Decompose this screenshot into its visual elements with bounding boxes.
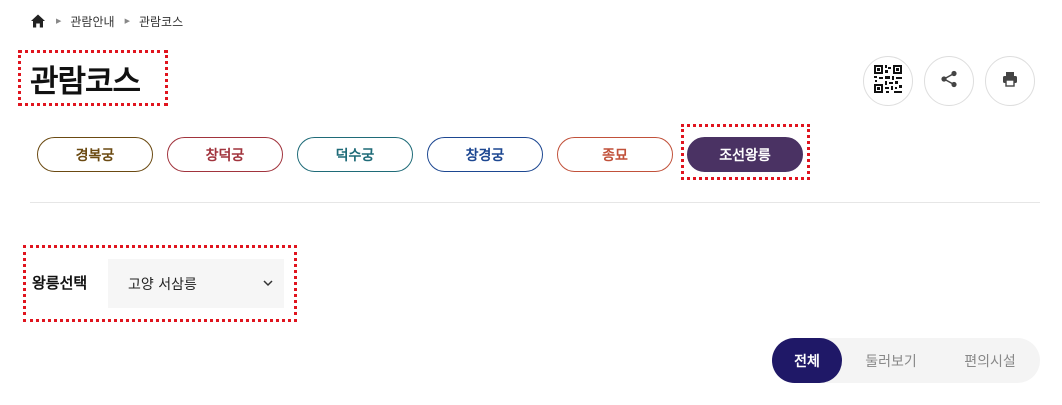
qr-code-icon	[873, 64, 903, 98]
palace-tab-gyeongbokgung[interactable]: 경복궁	[37, 137, 153, 172]
tomb-select-frame	[23, 245, 297, 322]
qr-code-button[interactable]	[863, 56, 913, 106]
share-button[interactable]	[924, 56, 974, 106]
chevron-down-icon	[262, 277, 274, 289]
palace-tab-jongmyo[interactable]: 종묘	[557, 137, 673, 172]
breadcrumb-separator-icon: ▶	[124, 17, 130, 25]
breadcrumb: ▶ 관람안내 ▶ 관람코스	[30, 12, 183, 30]
home-icon[interactable]	[30, 13, 46, 29]
active-palace-frame	[681, 124, 810, 180]
palace-tab-deoksugung[interactable]: 덕수궁	[297, 137, 413, 172]
filter-tab-all[interactable]: 전체	[772, 338, 842, 383]
tomb-select-value: 고양 서삼릉	[128, 276, 197, 293]
palace-tab-changgyeonggung[interactable]: 창경궁	[427, 137, 543, 172]
section-divider	[30, 202, 1040, 203]
tomb-select[interactable]: 고양 서삼릉	[108, 259, 284, 308]
breadcrumb-separator-icon: ▶	[56, 17, 62, 25]
breadcrumb-item-course[interactable]: 관람코스	[138, 14, 184, 29]
palace-tabs: 경복궁 창덕궁 덕수궁 창경궁 종묘 조선왕릉	[37, 137, 803, 172]
filter-tab-explore[interactable]: 둘러보기	[865, 353, 917, 370]
page-tools	[863, 56, 1035, 106]
tomb-select-label: 왕릉선택	[32, 274, 88, 292]
print-icon	[1001, 70, 1019, 92]
page-title-frame: 관람코스	[18, 50, 168, 106]
filter-tab-facilities[interactable]: 편의시설	[964, 353, 1016, 370]
palace-tab-royal-tombs[interactable]: 조선왕릉	[687, 137, 803, 172]
page-title: 관람코스	[30, 63, 141, 100]
print-button[interactable]	[985, 56, 1035, 106]
share-icon	[940, 70, 958, 92]
breadcrumb-item-guide[interactable]: 관람안내	[70, 14, 115, 29]
palace-tab-changdeokgung[interactable]: 창덕궁	[167, 137, 283, 172]
filter-tabs: 전체 둘러보기 편의시설	[772, 338, 1040, 383]
